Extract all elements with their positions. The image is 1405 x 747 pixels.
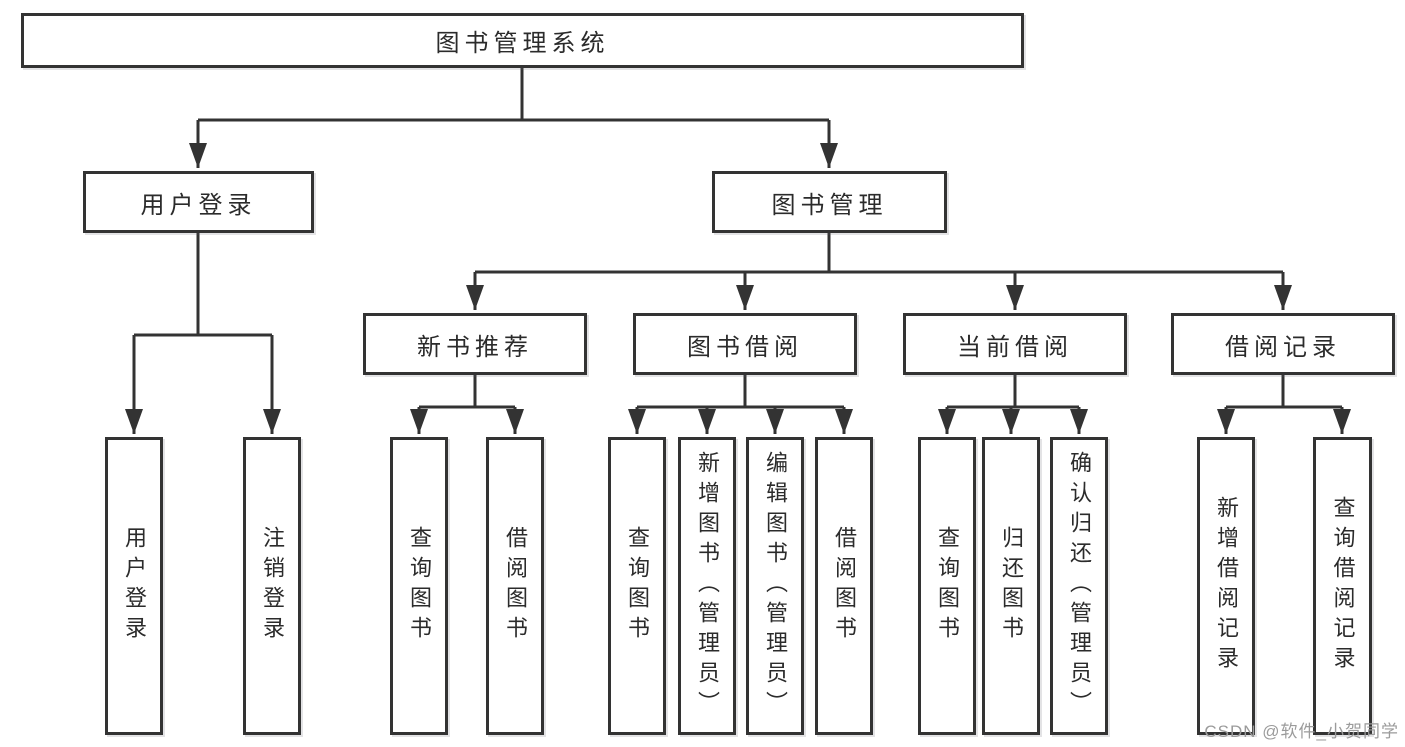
node-root: 图书管理系统	[21, 13, 1024, 68]
leaf-newbook-borrow-books: 借阅图书	[486, 437, 544, 735]
connector-root	[198, 68, 829, 122]
connector-new-book	[419, 375, 515, 409]
leaf-borrow-edit-books-admin-label: 编辑图书（管理员）	[763, 451, 788, 721]
connector-current-borrow	[947, 375, 1079, 409]
node-current-borrowing: 当前借阅	[903, 313, 1127, 375]
leaf-user-login-label: 用户登录	[122, 526, 147, 646]
leaf-current-query-books-label: 查询图书	[935, 526, 960, 646]
node-user-login-label: 用户登录	[140, 191, 257, 219]
node-book-management: 图书管理	[712, 171, 947, 233]
leaf-current-confirm-return-admin-label: 确认归还（管理员）	[1067, 451, 1092, 721]
node-borrowing-records: 借阅记录	[1171, 313, 1395, 375]
node-borrowing-records-label: 借阅记录	[1225, 333, 1341, 361]
leaf-current-return-books: 归还图书	[982, 437, 1040, 735]
leaf-borrow-add-books-admin-label: 新增图书（管理员）	[695, 451, 720, 721]
node-book-borrowing: 图书借阅	[633, 313, 857, 375]
leaf-newbook-query-books: 查询图书	[390, 437, 448, 735]
leaf-newbook-borrow-books-label: 借阅图书	[503, 526, 528, 646]
connector-book-borrow	[637, 375, 844, 409]
leaf-records-add-record-label: 新增借阅记录	[1214, 496, 1239, 676]
leaf-borrow-borrow-books: 借阅图书	[815, 437, 873, 735]
leaf-logout: 注销登录	[243, 437, 301, 735]
node-book-borrowing-label: 图书借阅	[687, 333, 803, 361]
connector-book-management	[475, 233, 1283, 274]
node-new-book-recommendation: 新书推荐	[363, 313, 587, 375]
leaf-borrow-edit-books-admin: 编辑图书（管理员）	[746, 437, 804, 735]
node-root-label: 图书管理系统	[435, 30, 610, 57]
leaf-records-query-record-label: 查询借阅记录	[1330, 496, 1356, 676]
node-book-management-label: 图书管理	[771, 191, 888, 219]
leaf-current-return-books-label: 归还图书	[999, 526, 1024, 646]
leaf-records-query-record: 查询借阅记录	[1313, 437, 1372, 735]
leaf-borrow-query-books-label: 查询图书	[625, 526, 650, 646]
csdn-watermark: CSDN @软件_小贺同学	[1204, 722, 1399, 741]
leaf-current-query-books: 查询图书	[918, 437, 976, 735]
leaf-user-login: 用户登录	[105, 437, 163, 735]
leaf-logout-label: 注销登录	[260, 526, 285, 646]
leaf-borrow-query-books: 查询图书	[608, 437, 666, 735]
leaf-newbook-query-books-label: 查询图书	[407, 526, 432, 646]
connector-borrow-records	[1226, 375, 1342, 409]
connector-user-login	[134, 233, 272, 337]
node-current-borrowing-label: 当前借阅	[957, 333, 1073, 361]
leaf-borrow-add-books-admin: 新增图书（管理员）	[678, 437, 736, 735]
node-user-login: 用户登录	[83, 171, 314, 233]
leaf-records-add-record: 新增借阅记录	[1197, 437, 1255, 735]
node-new-book-recommendation-label: 新书推荐	[417, 333, 533, 361]
leaf-borrow-borrow-books-label: 借阅图书	[832, 526, 857, 646]
leaf-current-confirm-return-admin: 确认归还（管理员）	[1050, 437, 1108, 735]
